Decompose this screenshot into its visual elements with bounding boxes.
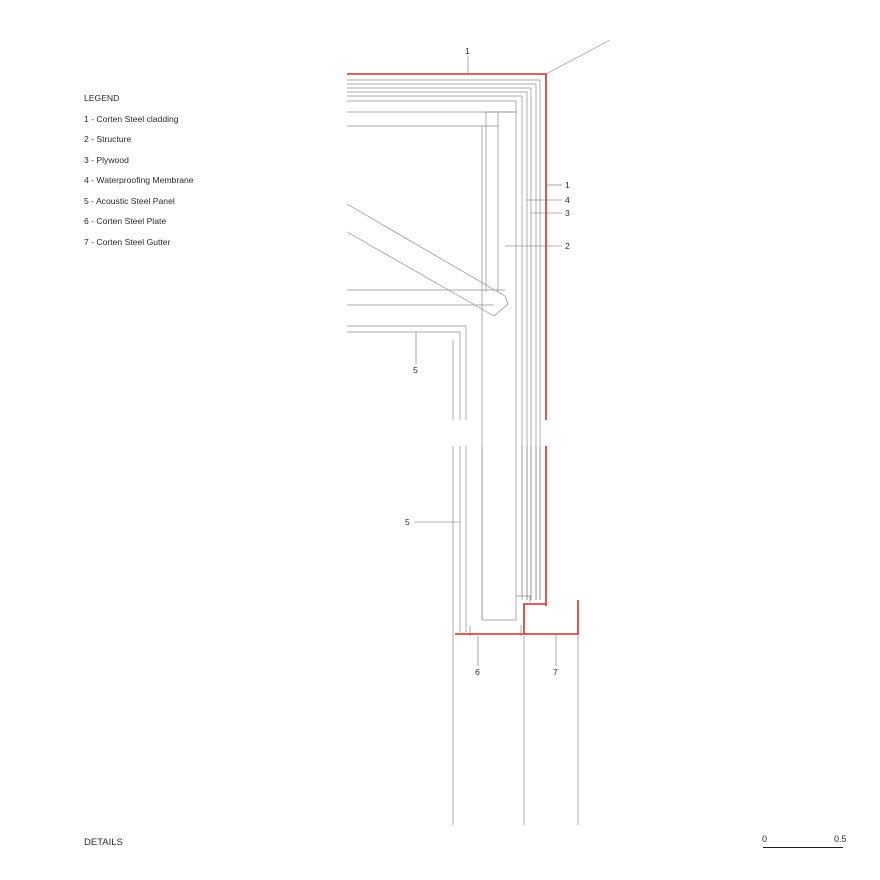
callout-leaders (414, 56, 562, 666)
callout-3: 3 (565, 208, 570, 218)
structure-linework (346, 39, 611, 825)
callout-5-upper: 5 (413, 365, 418, 375)
legend-item-corten-cladding: 1 - Corten Steel cladding (84, 113, 179, 124)
callout-5-lower: 5 (405, 517, 410, 527)
scale-bar-min-label: 0 (762, 834, 768, 844)
legend-item-waterproofing: 4 - Waterproofing Membrane (84, 175, 194, 185)
scale-bar-max-label: 0.5 (834, 834, 847, 844)
callout-2: 2 (565, 241, 570, 251)
callout-4: 4 (565, 195, 570, 205)
callout-7: 7 (553, 667, 558, 677)
drawing-title: DETAILS (84, 837, 123, 848)
legend-item-acoustic-panel: 5 - Acoustic Steel Panel (84, 195, 175, 206)
legend-item-plywood: 3 - Plywood (84, 154, 129, 165)
corten-cladding-lines (347, 73, 579, 635)
legend-item-structure: 2 - Structure (84, 134, 132, 144)
callout-6: 6 (475, 667, 480, 677)
callout-1-side: 1 (565, 180, 570, 190)
scale-bar (763, 847, 843, 848)
legend: LEGEND 1 - Corten Steel cladding 2 - Str… (84, 88, 194, 252)
legend-item-corten-gutter: 7 - Corten Steel Gutter (84, 236, 171, 247)
legend-title: LEGEND (84, 93, 120, 103)
legend-item-corten-plate: 6 - Corten Steel Plate (84, 216, 167, 226)
callout-1-top: 1 (465, 46, 470, 56)
